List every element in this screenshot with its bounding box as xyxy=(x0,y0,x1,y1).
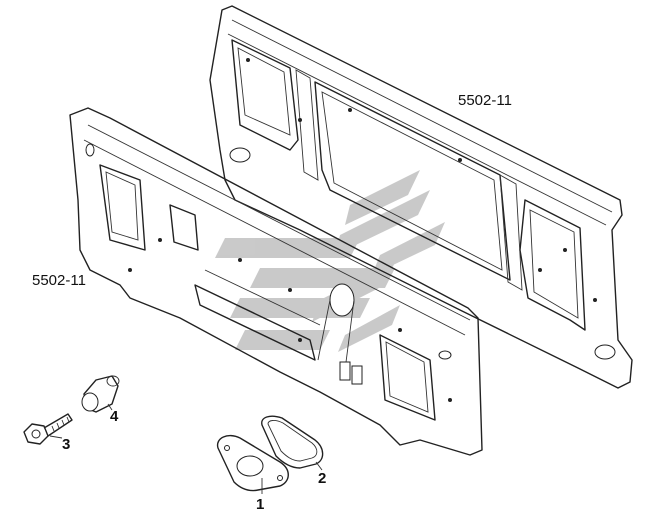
leader-line-3 xyxy=(49,435,63,439)
upper-panel xyxy=(209,5,633,389)
callout-1: 1 xyxy=(256,496,265,513)
leader-line-4 xyxy=(107,403,113,411)
leader-line-2 xyxy=(315,461,323,471)
lower-panel xyxy=(69,107,483,456)
rivet-nut-icon xyxy=(81,375,120,413)
cover-plate-icon xyxy=(261,415,324,469)
callout-2: 2 xyxy=(318,470,327,487)
part-ref-lower-panel: 5502-11 xyxy=(32,272,86,289)
gasket-icon xyxy=(216,434,289,492)
callout-4: 4 xyxy=(110,408,119,425)
callout-3: 3 xyxy=(62,436,71,453)
bolt-icon xyxy=(23,413,73,445)
watermark-logo-icon xyxy=(215,170,445,352)
part-ref-upper-panel: 5502-11 xyxy=(458,92,512,109)
